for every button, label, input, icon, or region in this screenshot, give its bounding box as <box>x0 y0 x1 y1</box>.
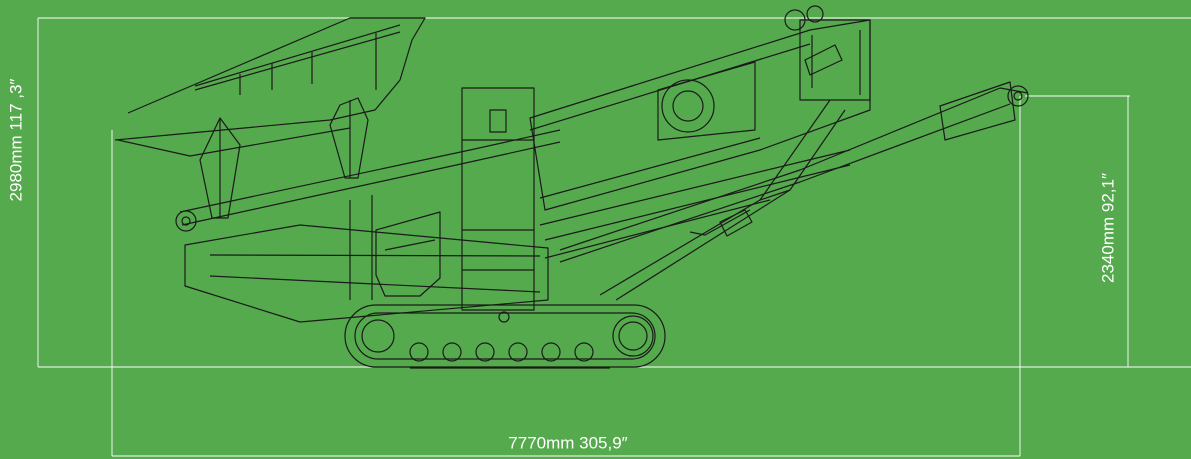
screener-outline <box>114 5 1029 369</box>
screen-box <box>529 19 871 211</box>
overall-length-label: 7770mm 305,9″ <box>508 433 628 453</box>
lower-deck <box>539 149 851 226</box>
dimension-lines <box>37 17 1191 457</box>
feeder-belt <box>179 129 561 213</box>
left-guard <box>199 117 241 219</box>
head-drum <box>1007 85 1029 107</box>
hopper-outline <box>114 17 426 141</box>
main-column <box>461 87 535 311</box>
discharge-chute <box>375 211 441 297</box>
track-frame <box>344 304 666 368</box>
chassis <box>184 224 549 323</box>
drive-sprocket <box>612 315 654 357</box>
drive-housing <box>661 79 715 133</box>
right-guard <box>329 97 369 179</box>
side-conveyor <box>559 87 1029 251</box>
overall-height-label: 2980mm 117 ,3″ <box>6 78 26 202</box>
discharge-height-label: 2340mm 92,1″ <box>1098 173 1118 283</box>
